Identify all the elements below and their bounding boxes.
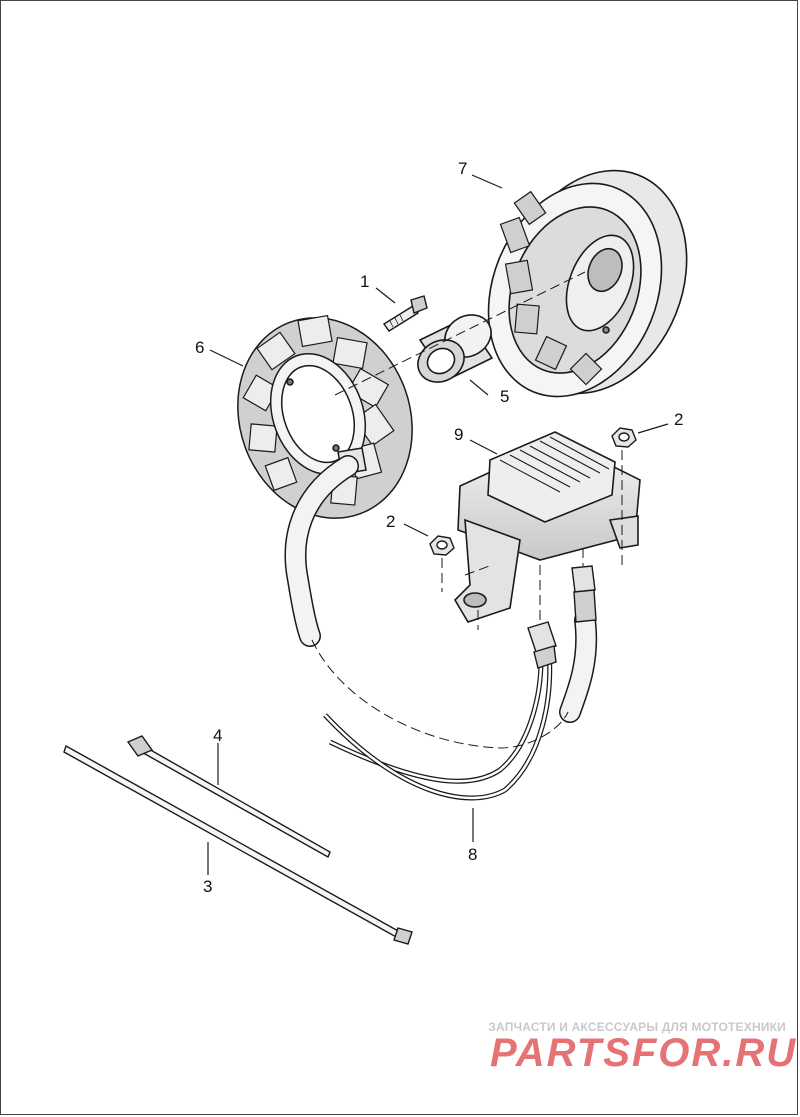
callout-1: 1 <box>360 272 370 291</box>
watermark-logo-text: PARTSFOR.RU <box>490 1031 797 1075</box>
watermark-caption: ЗАПЧАСТИ И АКСЕССУАРЫ ДЛЯ МОТОТЕХНИКИ <box>488 1020 786 1034</box>
callout-2-upper: 2 <box>674 410 684 429</box>
spacer-sleeve <box>417 314 494 383</box>
harness-connector-left <box>527 621 557 669</box>
callout-3: 3 <box>203 877 213 896</box>
wiring-harness <box>323 609 598 801</box>
nut-upper <box>611 427 637 448</box>
callout-4: 4 <box>213 726 223 745</box>
harness-connector-right <box>571 565 597 623</box>
callout-5: 5 <box>500 387 510 406</box>
voltage-regulator <box>453 431 641 623</box>
callout-6: 6 <box>195 338 205 357</box>
leader-lines <box>207 174 669 875</box>
callout-7: 7 <box>458 159 468 178</box>
cable-strap-short <box>126 735 331 859</box>
callout-9: 9 <box>454 425 464 444</box>
nut-lower <box>429 535 455 556</box>
assembly-guide-lines <box>311 271 623 749</box>
stator <box>237 314 413 519</box>
callout-2-lower: 2 <box>386 512 396 531</box>
watermark-logo: PARTSFOR.RU <box>490 1031 797 1075</box>
bolt <box>382 295 428 332</box>
callout-8: 8 <box>468 845 478 864</box>
cable-strap-long <box>63 744 413 945</box>
rotor-flywheel <box>487 169 688 398</box>
